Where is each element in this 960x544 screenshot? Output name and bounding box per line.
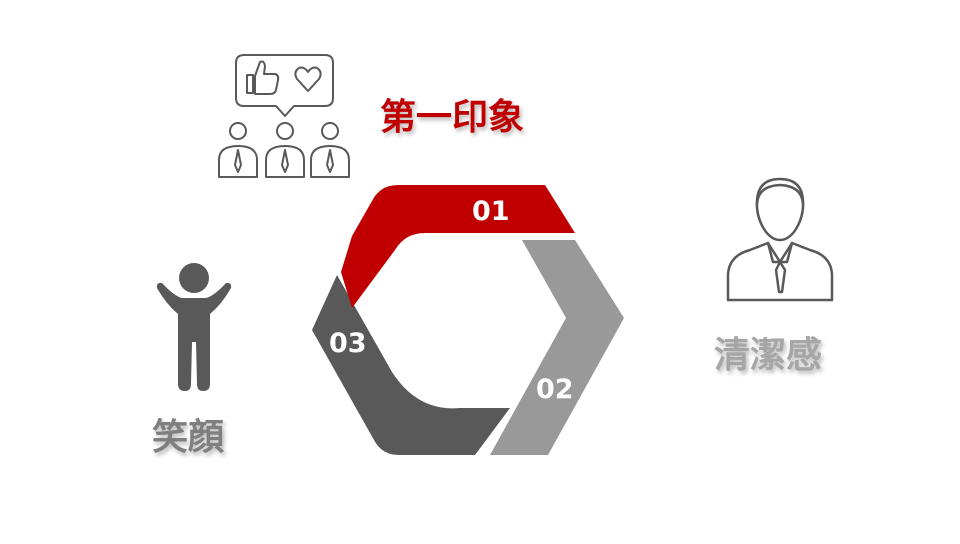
label-first-impression: 第一印象 [380, 97, 525, 138]
audience-like-heart-icon [218, 54, 350, 178]
label-cleanliness: 清潔感 [714, 335, 823, 376]
segment-02 [490, 240, 624, 455]
cheering-person-icon [156, 263, 232, 391]
segment-02-number: 02 [536, 374, 574, 405]
segment-03-number: 03 [329, 328, 367, 359]
segment-03 [312, 275, 510, 455]
businessman-icon [726, 177, 834, 302]
label-smile: 笑顔 [152, 417, 225, 458]
segment-01-number: 01 [472, 196, 510, 227]
segment-01 [341, 185, 575, 308]
